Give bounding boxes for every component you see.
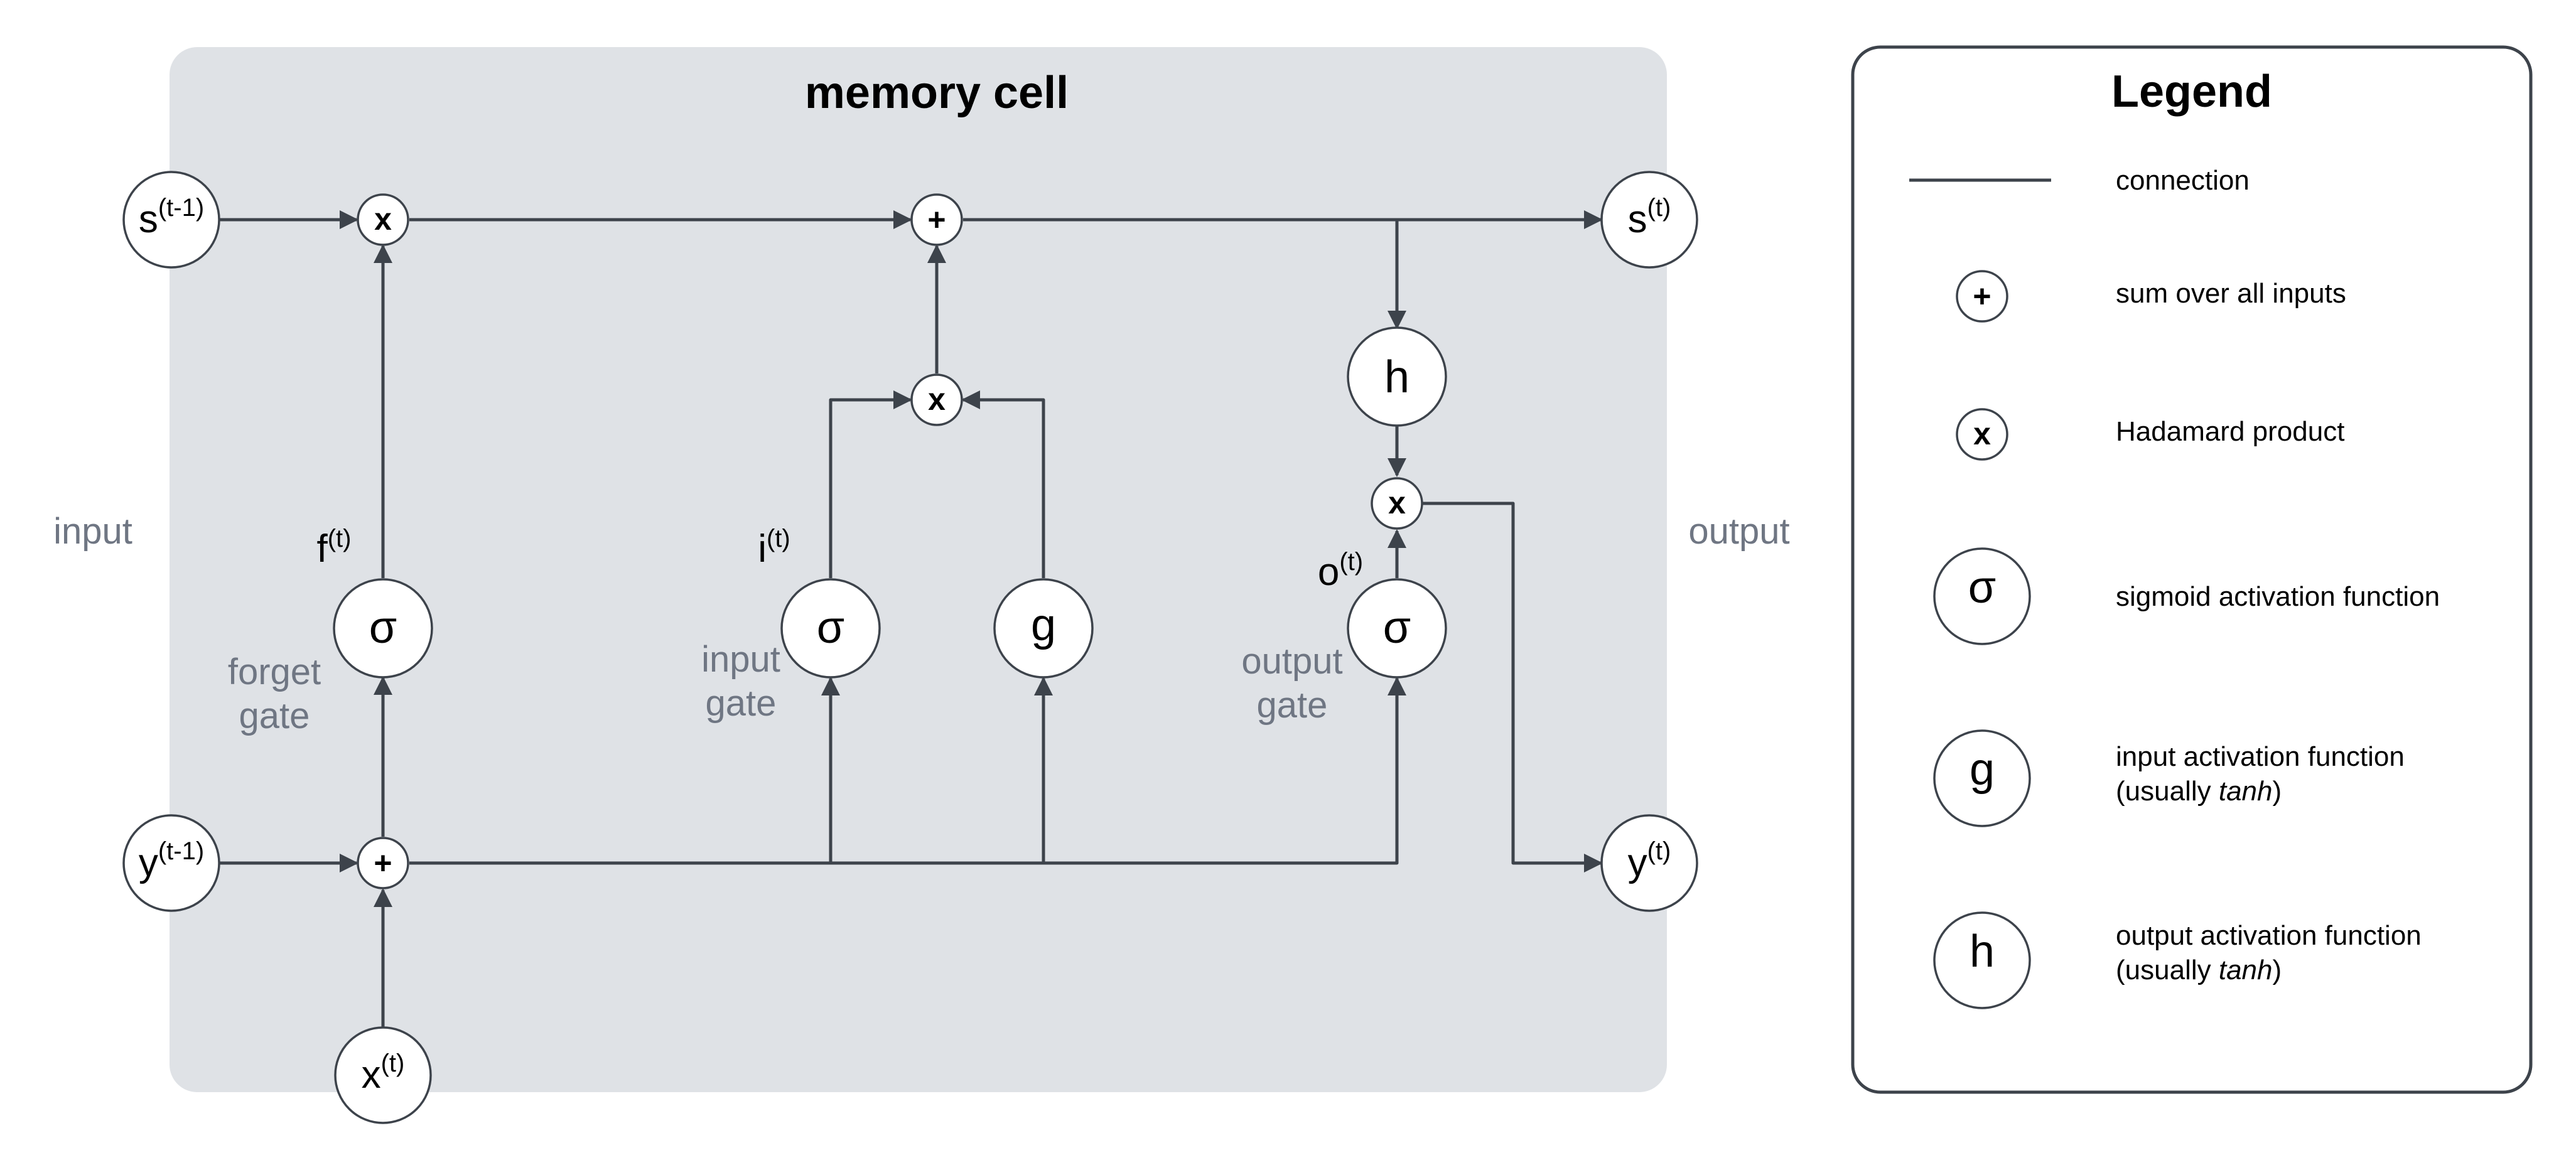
legend-g-glyph: g [1970, 744, 1995, 795]
legend-hadamard-label: Hadamard product [2116, 416, 2344, 447]
node-g: g [993, 578, 1094, 679]
node-y-next-base: y [1628, 841, 1647, 884]
node-s-prev-base: s [139, 198, 158, 241]
wire-bus-to-inputsigma [816, 677, 840, 865]
wire-bus-to-g [1030, 677, 1053, 865]
legend-title: Legend [2111, 67, 2272, 117]
legend-g-label-line1: input activation function [2116, 741, 2405, 772]
node-x-t-base: x [362, 1053, 381, 1097]
wire-g-to-mulinput [961, 390, 1045, 578]
gate-value-o: o(t) [1318, 548, 1363, 594]
node-y-next: y(t) [1600, 814, 1698, 912]
legend-hadamard-glyph: x [1973, 416, 1991, 451]
node-sum-top: + [910, 193, 963, 246]
gate-value-f: f(t) [317, 525, 352, 571]
input-gate-label: input gate [701, 639, 780, 724]
node-sum-bottom: + [357, 837, 409, 889]
svg-text:s(t): s(t) [1628, 194, 1671, 241]
svg-text:gate: gate [706, 683, 777, 724]
svg-text:x: x [374, 201, 392, 237]
legend-sigmoid-label: sigmoid activation function [2116, 581, 2440, 612]
svg-text:x: x [1388, 485, 1406, 520]
svg-text:input: input [701, 639, 780, 680]
node-mul-output: x [1371, 477, 1423, 530]
svg-text:x(t): x(t) [362, 1049, 405, 1097]
legend-sum-label: sum over all inputs [2116, 278, 2346, 309]
node-y-prev-base: y [139, 841, 158, 884]
node-x-t-sup: (t) [381, 1049, 405, 1077]
svg-text:+: + [927, 202, 946, 237]
svg-text:forget: forget [228, 652, 321, 692]
legend-g-symbol [1933, 729, 2031, 827]
memory-cell-title: memory cell [805, 68, 1069, 118]
node-h: h [1347, 326, 1447, 427]
wire-muloutput-to-ynext [1422, 502, 1603, 872]
node-y-prev: y(t-1) [122, 814, 220, 912]
svg-text:σ: σ [817, 603, 844, 653]
node-mul-forget: x [357, 193, 409, 246]
legend-h-symbol [1933, 911, 2031, 1009]
node-s-next-sup: (t) [1647, 194, 1671, 222]
svg-text:+: + [374, 845, 392, 881]
legend-h-label-line1: output activation function [2116, 920, 2422, 951]
node-x-t: x(t) [334, 1026, 432, 1124]
node-s-next-base: s [1628, 198, 1647, 241]
legend: Legend connection + sum over all inputs … [1851, 45, 2533, 1094]
input-side-label: input [53, 511, 132, 552]
legend-box [1851, 45, 2533, 1094]
svg-text:gate: gate [239, 695, 310, 736]
legend-hadamard-symbol [1956, 408, 2008, 461]
legend-g-label-line2: (usually tanh) [2116, 776, 2282, 807]
connections [220, 210, 1603, 1028]
legend-sigmoid-glyph: σ [1968, 562, 1996, 613]
node-s-next: s(t) [1600, 171, 1698, 269]
node-s-prev-sup: (t-1) [158, 194, 204, 222]
node-y-next-sup: (t) [1647, 837, 1671, 865]
svg-text:σ: σ [1383, 603, 1411, 653]
gate-value-i: i(t) [758, 525, 790, 571]
svg-text:g: g [1031, 600, 1056, 650]
node-output-sigma: σ [1347, 578, 1447, 679]
svg-text:h: h [1384, 352, 1409, 402]
svg-text:x: x [928, 382, 946, 417]
memory-cell-panel [170, 47, 1667, 1092]
output-side-label: output [1688, 511, 1789, 552]
svg-text:output: output [1241, 641, 1342, 682]
forget-gate-label: forget gate [228, 652, 321, 736]
legend-h-label-line2: (usually tanh) [2116, 955, 2282, 985]
svg-text:y(t-1): y(t-1) [139, 837, 204, 884]
node-input-sigma: σ [780, 578, 881, 679]
svg-text:σ: σ [369, 603, 397, 653]
svg-text:gate: gate [1257, 685, 1328, 726]
legend-connection-label: connection [2116, 165, 2250, 196]
node-mul-input: x [910, 373, 963, 426]
wire-bus-to-outputsigma [409, 677, 1406, 865]
svg-text:s(t-1): s(t-1) [139, 194, 204, 241]
legend-sigmoid-symbol [1933, 547, 2031, 645]
legend-h-glyph: h [1970, 926, 1995, 977]
node-forget-sigma: σ [333, 578, 433, 679]
wire-inputsigma-to-mulinput [829, 390, 912, 578]
node-s-prev: s(t-1) [122, 171, 220, 269]
svg-text:y(t): y(t) [1628, 837, 1671, 884]
output-gate-label: output gate [1241, 641, 1342, 726]
node-y-prev-sup: (t-1) [158, 837, 204, 865]
legend-sum-glyph: + [1973, 279, 1991, 314]
legend-sum-symbol [1956, 270, 2008, 323]
